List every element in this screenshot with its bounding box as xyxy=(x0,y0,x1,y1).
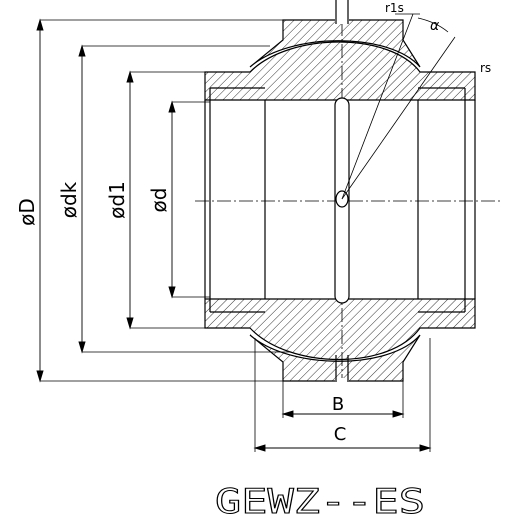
label-inner-ring-width: C xyxy=(334,424,347,445)
model-code: GEWZ--ES xyxy=(215,482,425,521)
extension-lines xyxy=(40,19,431,452)
angle-lines xyxy=(341,13,456,200)
label-outer-diameter: øD xyxy=(15,198,39,226)
outer-ring-section xyxy=(249,19,421,382)
label-outer-radius: r1s xyxy=(385,1,404,15)
label-bore-shoulder-diameter: ød1 xyxy=(105,181,129,219)
label-inner-radius: rs xyxy=(480,61,491,75)
inner-ring-section xyxy=(204,41,476,360)
dimension-lines xyxy=(36,18,432,452)
label-outer-ring-width: B xyxy=(332,394,344,415)
bore-outline xyxy=(204,87,476,313)
label-tilt-angle: α xyxy=(430,18,440,34)
label-bore-diameter: ød xyxy=(147,188,171,213)
label-ball-diameter: ødk xyxy=(57,181,81,218)
